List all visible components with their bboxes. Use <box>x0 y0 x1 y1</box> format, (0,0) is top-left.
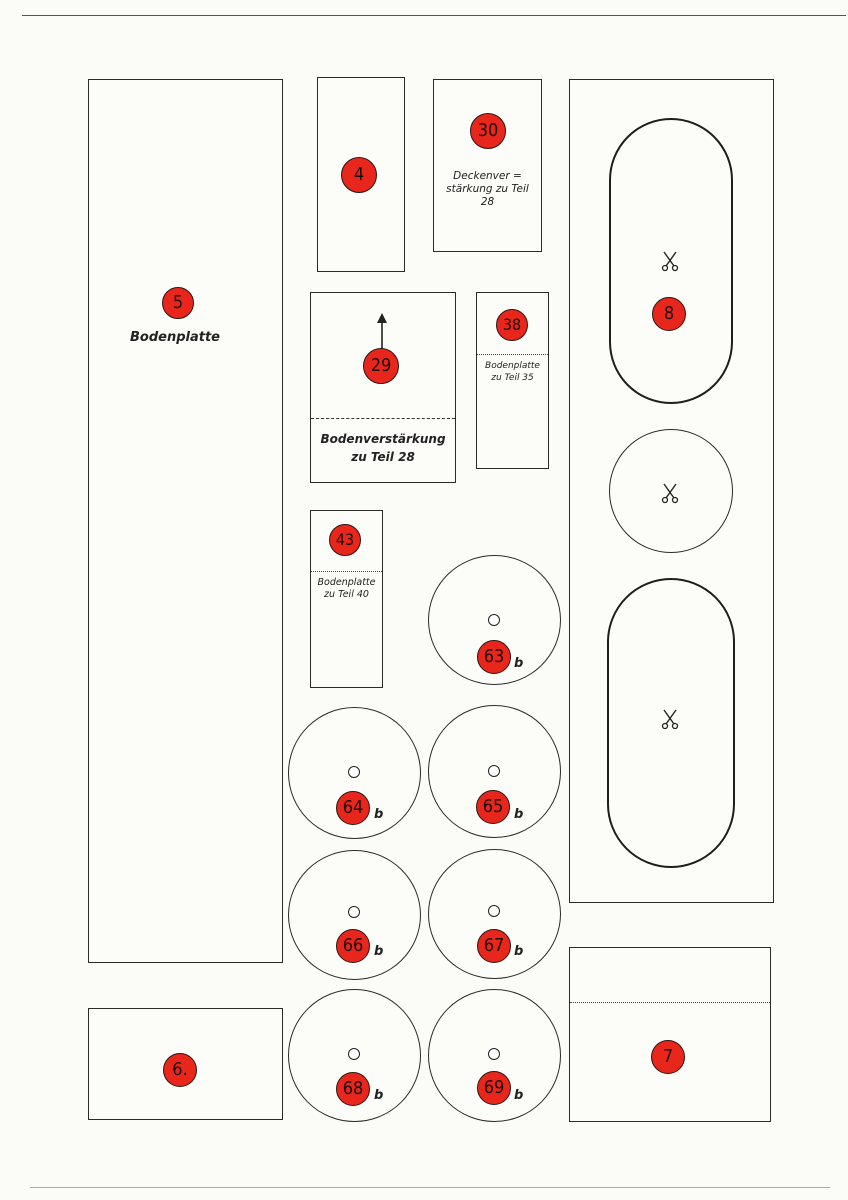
part-number-5: 5 <box>162 287 194 319</box>
part-number-64: 64 <box>336 791 370 825</box>
part-68-hole <box>348 1048 360 1060</box>
part-6 <box>88 1008 283 1120</box>
part-29 <box>310 292 456 483</box>
part-66-suffix: b <box>374 944 384 959</box>
scissors-icon <box>661 483 679 504</box>
part-number-43: 43 <box>329 524 361 556</box>
part-43-fold-line <box>311 571 382 572</box>
part-68-suffix: b <box>374 1088 384 1103</box>
part-number-63: 63 <box>477 640 511 674</box>
part-7 <box>569 947 771 1122</box>
part-65-suffix: b <box>514 807 524 822</box>
part-30 <box>433 79 542 252</box>
part-69-hole <box>488 1048 500 1060</box>
part-number-6: 6. <box>163 1053 197 1087</box>
part-number-8: 8 <box>652 297 686 331</box>
part-66-hole <box>348 906 360 918</box>
part-30-label: Deckenver = stärkung zu Teil 28 <box>446 170 529 208</box>
part-7-fold-line <box>570 1002 770 1003</box>
part-number-29: 29 <box>363 348 399 384</box>
part-number-66: 66 <box>336 929 370 963</box>
part-number-7: 7 <box>651 1040 685 1074</box>
scissors-icon <box>661 709 679 730</box>
part-67-suffix: b <box>514 944 524 959</box>
part-64-suffix: b <box>374 807 384 822</box>
part-number-68: 68 <box>336 1072 370 1106</box>
arrow-up-icon <box>377 313 387 353</box>
part-number-38: 38 <box>496 309 528 341</box>
part-65-hole <box>488 765 500 777</box>
part-5-label: Bodenplatte <box>130 330 220 345</box>
part-number-67: 67 <box>477 929 511 963</box>
part-number-4: 4 <box>341 157 377 193</box>
part-64-hole <box>348 766 360 778</box>
part-38-fold-line <box>477 354 548 355</box>
part-63-hole <box>488 614 500 626</box>
bottom-edge-line <box>30 1187 830 1188</box>
part-number-30: 30 <box>470 113 506 149</box>
part-63-suffix: b <box>514 656 524 671</box>
part-29-fold-line <box>311 418 455 419</box>
scissors-icon <box>661 251 679 272</box>
part-38-label: Bodenplatte zu Teil 35 <box>485 361 540 383</box>
top-edge-line <box>22 15 846 16</box>
part-8-lower-oval <box>607 578 735 868</box>
part-67-hole <box>488 905 500 917</box>
part-29-label: Bodenverstärkung zu Teil 28 <box>320 432 446 464</box>
part-69-suffix: b <box>514 1088 524 1103</box>
part-number-65: 65 <box>476 790 510 824</box>
part-43-label: Bodenplatte zu Teil 40 <box>317 577 376 600</box>
part-5-bodenplatte <box>88 79 283 963</box>
part-number-69: 69 <box>477 1071 511 1105</box>
